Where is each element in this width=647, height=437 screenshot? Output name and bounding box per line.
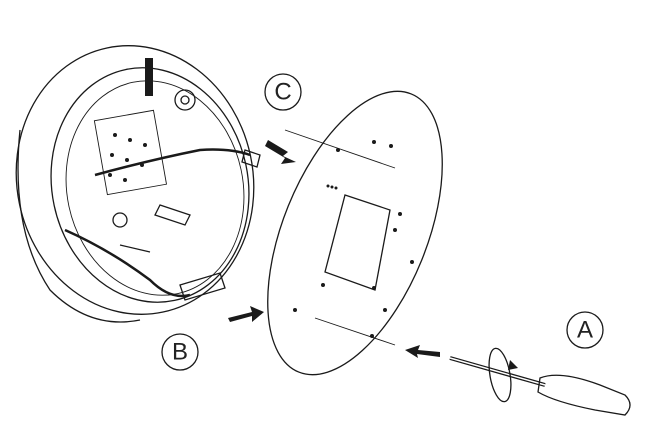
arrow-a — [405, 345, 440, 358]
screwdriver-icon — [449, 347, 631, 416]
arrow-c — [265, 140, 296, 164]
label-a: A — [566, 311, 604, 349]
label-a-text: A — [577, 317, 593, 344]
label-b-text: B — [172, 339, 188, 366]
label-c: C — [264, 73, 302, 111]
label-c-text: C — [274, 79, 291, 106]
insert-arrows — [228, 140, 440, 358]
arrow-b — [228, 306, 264, 322]
cables — [64, 148, 261, 301]
camera-housing — [15, 45, 255, 323]
label-b: B — [161, 333, 199, 371]
circuit-board — [267, 90, 443, 376]
housing-holes — [108, 133, 147, 182]
